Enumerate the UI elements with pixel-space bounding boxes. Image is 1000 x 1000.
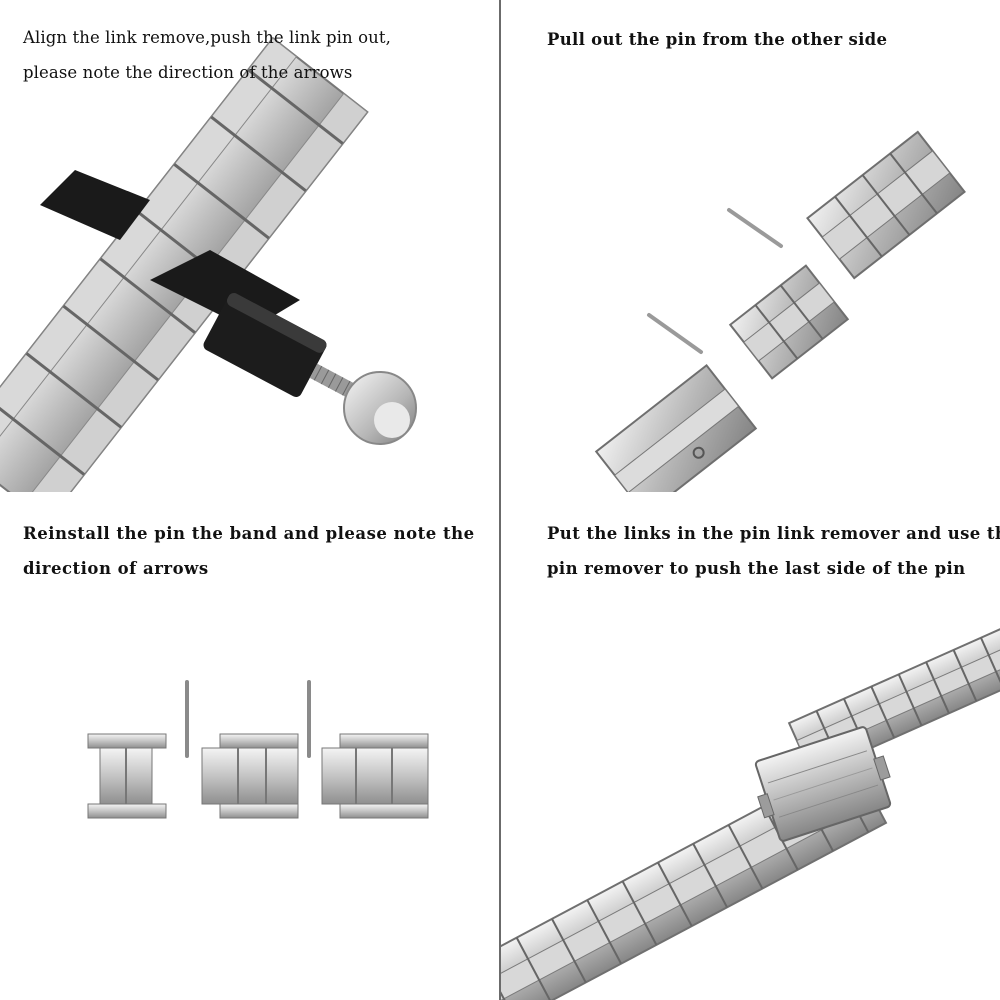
- link-remover-tool-image: [0, 36, 417, 492]
- vertical-divider: [499, 0, 501, 1000]
- step-panel-3: Reinstall the pin the band and please no…: [0, 494, 499, 1000]
- step-4-caption-line-2: pin remover to push the last side of the…: [547, 559, 966, 578]
- step-4-caption: Put the links in the pin link remover an…: [547, 516, 1000, 586]
- assembled-band-image: [501, 624, 1000, 1000]
- step-2-caption-line-1: Pull out the pin from the other side: [547, 30, 888, 49]
- step-1-caption-line-2: please note the direction of the arrows: [23, 63, 353, 82]
- step-panel-4: Put the links in the pin link remover an…: [501, 494, 1000, 1000]
- step-1-caption-line-1: Align the link remove,push the link pin …: [23, 28, 391, 47]
- step-3-caption: Reinstall the pin the band and please no…: [23, 516, 483, 586]
- separated-links-image: [594, 130, 966, 492]
- links-with-pins-image: [87, 680, 429, 819]
- step-panel-1: Align the link remove,push the link pin …: [0, 0, 499, 499]
- step-2-caption: Pull out the pin from the other side: [547, 22, 987, 57]
- horizontal-divider: [0, 492, 1000, 494]
- step-3-caption-line-1: Reinstall the pin the band and please no…: [23, 524, 475, 543]
- step-3-caption-line-2: direction of arrows: [23, 559, 209, 578]
- step-panel-2: Pull out the pin from the other side: [501, 0, 1000, 499]
- step-1-caption: Align the link remove,push the link pin …: [23, 20, 483, 90]
- step-4-caption-line-1: Put the links in the pin link remover an…: [547, 524, 1000, 543]
